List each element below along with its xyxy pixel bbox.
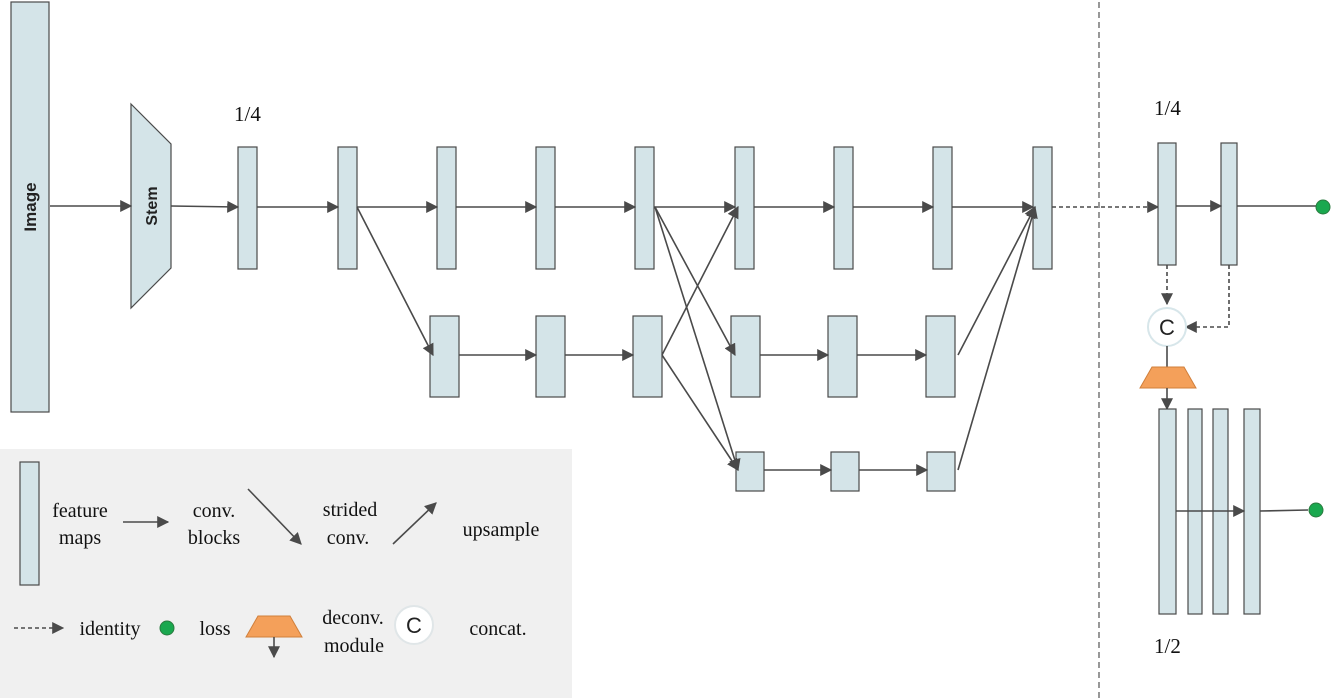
- legend-upsample-arrow-icon: [392, 502, 437, 545]
- legend-feature-map-icon: [19, 461, 40, 586]
- legend-feature-maps-line1: feature: [52, 500, 108, 522]
- feature-map: [830, 451, 860, 492]
- legend-concat-icon: [394, 605, 434, 645]
- feature-map: [926, 451, 956, 492]
- strided-conv-arrows: [356, 206, 741, 472]
- legend-strided-conv-line1: strided: [323, 499, 377, 521]
- legend-concat-label: concat.: [469, 618, 526, 640]
- feature-map: [1157, 142, 1177, 266]
- upsample-arrows: [661, 205, 1038, 471]
- feature-map: [1158, 408, 1177, 615]
- legend-conv-blocks-line1: conv.: [193, 500, 236, 522]
- legend-conv-blocks-line2: blocks: [188, 527, 240, 549]
- image-input-block: [10, 1, 50, 413]
- scale-label-quarter-right: 1/4: [1154, 96, 1181, 120]
- feature-map: [535, 146, 556, 270]
- feature-map: [730, 315, 761, 398]
- feature-map: [735, 451, 765, 492]
- feature-map: [827, 315, 858, 398]
- feature-map: [1220, 142, 1238, 266]
- feature-map: [932, 146, 953, 270]
- branch-middle: [429, 315, 956, 398]
- legend-deconv-icon: [245, 615, 303, 638]
- feature-map: [436, 146, 457, 270]
- loss-dot-icon: [1315, 199, 1331, 215]
- feature-map: [337, 146, 358, 270]
- legend-deconv-line2: module: [324, 635, 384, 657]
- legend-identity-label: identity: [79, 618, 140, 640]
- image-label: Image: [21, 182, 40, 231]
- deconv-module-icon: [1139, 366, 1197, 389]
- feature-map: [429, 315, 460, 398]
- legend: feature maps conv. blocks strided conv. …: [0, 449, 572, 698]
- top-row-arrows: [50, 200, 1035, 213]
- legend-feature-maps-line2: maps: [59, 527, 101, 549]
- legend-strided-arrow-icon: [247, 488, 302, 545]
- feature-map: [1243, 408, 1261, 615]
- legend-background: [0, 449, 572, 698]
- legend-loss-dot-icon: [159, 620, 175, 636]
- branch-bottom: [735, 451, 956, 492]
- loss-connection: [1259, 509, 1309, 512]
- feature-map: [237, 146, 258, 270]
- feature-map: [632, 315, 663, 398]
- loss-dot-icon: [1308, 502, 1324, 518]
- legend-upsample-label: upsample: [463, 519, 540, 541]
- feature-map: [634, 146, 655, 270]
- legend-deconv-line1: deconv.: [322, 607, 383, 629]
- scale-label-quarter-top: 1/4: [234, 102, 261, 126]
- scale-label-half: 1/2: [1154, 634, 1181, 658]
- identity-connection: [1184, 265, 1230, 333]
- feature-map: [535, 315, 566, 398]
- legend-concat-symbol: C: [406, 613, 422, 638]
- legend-loss-label: loss: [199, 618, 230, 640]
- concat-node-label: C: [1159, 315, 1175, 340]
- stem-label: Stem: [144, 186, 161, 225]
- feature-map: [833, 146, 854, 270]
- legend-strided-conv-line2: conv.: [327, 527, 370, 549]
- feature-map: [1032, 146, 1053, 270]
- feature-map: [925, 315, 956, 398]
- stem-block: [130, 102, 172, 310]
- branch-top: [237, 146, 1053, 270]
